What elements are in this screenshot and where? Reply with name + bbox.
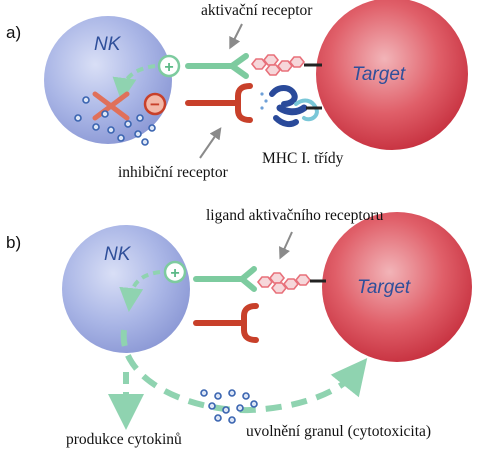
- target-label-b: Target: [357, 277, 411, 298]
- panel-b-label: b): [6, 233, 21, 252]
- granules-a: [74, 96, 156, 146]
- panel-a-label: a): [6, 23, 21, 42]
- ligand-b: [256, 272, 312, 294]
- signal-arrow-a: [112, 64, 156, 102]
- signal-arrow-b: [119, 270, 161, 312]
- nk-cell-a: [44, 16, 172, 144]
- plus-sign-b: +: [170, 265, 179, 282]
- ligand-a: [250, 54, 306, 76]
- panel-a: a) NK Target + −: [6, 0, 468, 181]
- activating-receptor-b: [193, 266, 257, 292]
- granules-b: [200, 389, 258, 424]
- caption-cytokines: produkce cytokinů: [66, 431, 182, 448]
- pointer-activating-receptor: [229, 23, 243, 50]
- blocked-x-icon: [92, 91, 130, 121]
- caption-granules: uvolnění granul (cytotoxicita): [246, 423, 431, 440]
- mhc-class-i: [260, 85, 322, 128]
- inhibitory-receptor-b: [193, 303, 259, 343]
- target-cell-b: [322, 212, 472, 362]
- caption-inhibitory-receptor: inhibiční receptor: [118, 164, 229, 181]
- activation-signal-b: +: [163, 260, 187, 284]
- plus-sign-a: +: [164, 59, 173, 76]
- granule-release-arrow: [120, 329, 368, 414]
- target-label-a: Target: [352, 64, 406, 85]
- minus-sign-a: −: [150, 95, 160, 114]
- activating-receptor-a: [185, 53, 249, 79]
- pointer-ligand: [279, 231, 293, 260]
- inhibitory-receptor-a: [185, 83, 253, 123]
- caption-activating-receptor: aktivační receptor: [201, 2, 313, 19]
- nk-label-a: NK: [94, 34, 122, 55]
- target-cell-a: [316, 0, 468, 150]
- caption-ligand: ligand aktivačního receptoru: [206, 207, 384, 224]
- caption-mhc: MHC I. třídy: [262, 150, 344, 167]
- activation-signal-a: +: [157, 54, 181, 78]
- pointer-inhibitory-receptor: [199, 127, 222, 159]
- nk-label-b: NK: [104, 244, 132, 265]
- inhibition-signal-a: −: [143, 92, 167, 116]
- panel-b: b) NK Target +: [6, 207, 472, 448]
